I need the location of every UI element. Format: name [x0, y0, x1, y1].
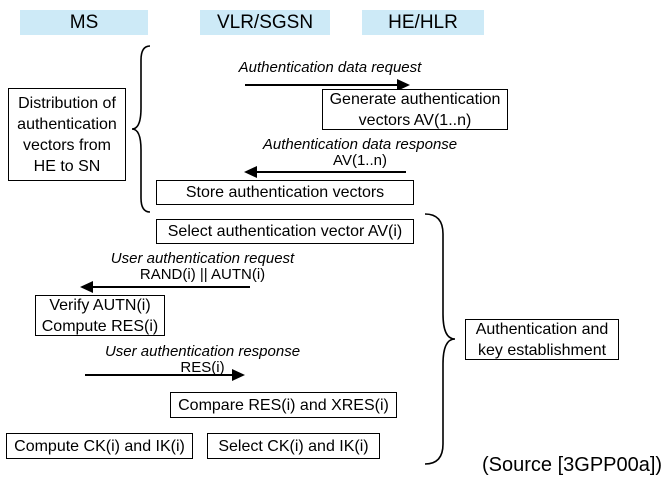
- entity-header-ms: MS: [20, 10, 148, 35]
- message-auth-data-response-title: Authentication data response: [262, 136, 458, 153]
- action-box-select-vector: Select authentication vector AV(i): [156, 219, 414, 244]
- message-user-auth-request: User authentication request RAND(i) || A…: [95, 251, 310, 282]
- message-auth-data-response: Authentication data response AV(1..n): [245, 137, 475, 168]
- message-user-auth-response-payload: RES(i): [180, 359, 225, 376]
- phase-box-distribution-line: authentication: [17, 115, 117, 133]
- action-box-compute-keys-label: Compute CK(i) and IK(i): [14, 437, 185, 455]
- action-box-select-keys: Select CK(i) and IK(i): [207, 433, 380, 459]
- action-box-store-vectors: Store authentication vectors: [156, 180, 414, 205]
- action-box-compare-res: Compare RES(i) and XRES(i): [170, 392, 397, 418]
- right-curly-brace-icon: [424, 213, 456, 465]
- action-box-verify-line: Compute RES(i): [41, 317, 159, 335]
- phase-box-establishment-line: key establishment: [477, 341, 607, 359]
- action-box-generate-line: Generate authentication: [329, 90, 501, 108]
- action-box-compute-keys: Compute CK(i) and IK(i): [6, 433, 193, 459]
- message-auth-data-response-payload: AV(1..n): [333, 152, 387, 169]
- phase-box-distribution-line: HE to SN: [33, 157, 101, 175]
- user-auth-response-arrow-icon: [85, 369, 245, 381]
- phase-box-establishment-line: Authentication and: [475, 320, 609, 338]
- phase-box-establishment: Authentication and key establishment: [465, 319, 619, 360]
- message-user-auth-request-payload: RAND(i) || AUTN(i): [139, 266, 266, 283]
- action-box-select-keys-label: Select CK(i) and IK(i): [218, 437, 369, 455]
- auth-data-response-arrow-icon: [244, 166, 406, 178]
- action-box-generate-line: vectors AV(1..n): [358, 111, 472, 129]
- auth-data-request-arrow-icon: [245, 79, 410, 91]
- entity-header-vlr-sgsn: VLR/SGSN: [200, 10, 330, 35]
- user-auth-request-arrow-icon: [80, 281, 250, 293]
- action-box-verify-line: Verify AUTN(i): [49, 296, 151, 314]
- action-box-store-label: Store authentication vectors: [185, 184, 385, 201]
- source-citation: (Source [3GPP00a]): [482, 454, 663, 476]
- phase-box-distribution: Distribution of authentication vectors f…: [8, 88, 126, 181]
- phase-box-distribution-line: Distribution of: [18, 94, 116, 112]
- action-box-compare-label: Compare RES(i) and XRES(i): [178, 396, 389, 414]
- left-curly-brace-icon: [131, 45, 151, 213]
- action-box-verify-compute: Verify AUTN(i) Compute RES(i): [35, 295, 165, 336]
- action-box-generate-vectors: Generate authentication vectors AV(1..n): [322, 89, 508, 130]
- action-box-select-vector-label: Select authentication vector AV(i): [167, 223, 403, 240]
- message-user-auth-response: User authentication response RES(i): [95, 344, 310, 375]
- message-user-auth-response-title: User authentication response: [104, 343, 301, 360]
- phase-box-distribution-line: vectors from: [22, 136, 111, 154]
- entity-header-he-hlr: HE/HLR: [362, 10, 484, 35]
- message-user-auth-request-title: User authentication request: [110, 250, 295, 267]
- message-auth-data-request-title: Authentication data request: [238, 59, 422, 76]
- message-auth-data-request: Authentication data request: [230, 60, 430, 75]
